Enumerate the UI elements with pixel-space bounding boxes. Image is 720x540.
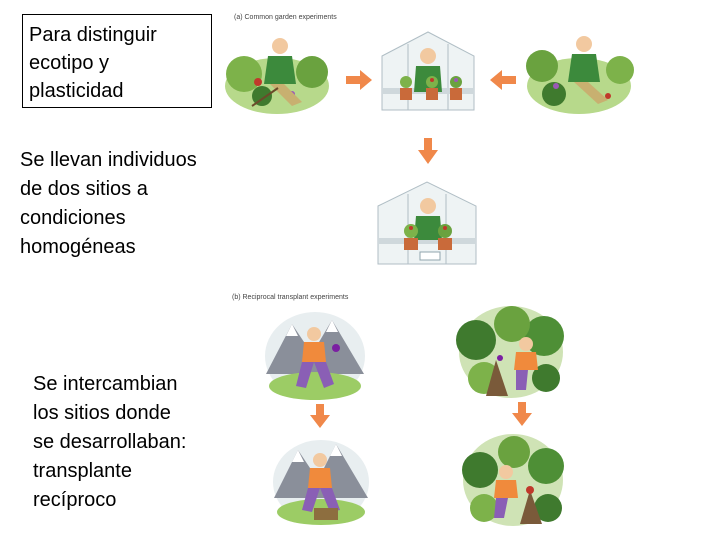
greenhouse-scene-top	[381, 31, 475, 111]
forest-scene-top	[456, 306, 564, 398]
forest-scene-bottom	[462, 434, 564, 526]
greenhouse-scene-homogeneous	[377, 181, 477, 265]
arrow-down-right	[512, 402, 532, 426]
title-box: Para distinguir ecotipo y plasticidad	[22, 14, 212, 108]
homogeneous-conditions-text: Se llevan individuos de dos sitios a con…	[20, 149, 197, 258]
arrow-down-left	[310, 404, 330, 428]
caption-common-garden: (a) Common garden experiments	[234, 14, 337, 21]
mountain-scene-bottom	[273, 440, 369, 525]
reciprocal-transplant-text: Se intercambian los sitios donde se desa…	[33, 373, 187, 511]
garden-scene-left	[225, 38, 329, 114]
arrow-left	[490, 70, 516, 90]
arrow-right	[346, 70, 372, 90]
arrow-down-common-garden	[418, 138, 438, 164]
caption-reciprocal-transplant: (b) Reciprocal transplant experiments	[232, 294, 349, 301]
garden-scene-right	[526, 36, 634, 114]
mountain-scene-top	[265, 312, 365, 400]
